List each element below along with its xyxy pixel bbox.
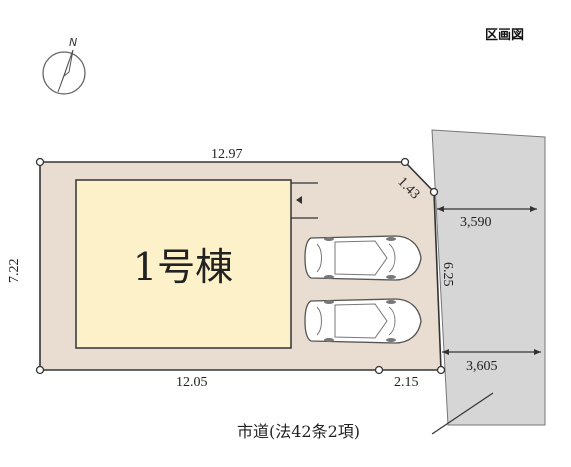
car-icon	[304, 298, 422, 344]
road-leader-line	[431, 392, 494, 435]
dim-right: 6.25	[440, 262, 455, 287]
entrance-arrow-icon	[291, 182, 318, 219]
north-letter: N	[69, 36, 77, 49]
dim-bottom-left: 12.05	[176, 375, 208, 390]
diagram-title: 区画図	[485, 28, 524, 43]
north-compass-icon: N	[42, 36, 86, 95]
road-width-lower: 3,605	[442, 349, 541, 374]
dim-top: 12.97	[211, 147, 243, 162]
building-1: 1号棟	[75, 179, 292, 349]
dim-left: 7.22	[7, 259, 22, 284]
road-width-upper-label: 3,590	[460, 215, 492, 230]
car-icon	[304, 235, 422, 281]
road-label: 市道(法42条2項)	[237, 422, 360, 441]
dim-bottom-right: 2.15	[394, 375, 419, 390]
road-area	[431, 129, 546, 426]
road-width-lower-label: 3,605	[466, 359, 498, 374]
road-width-upper: 3,590	[437, 206, 537, 230]
building-label: 1号棟	[133, 245, 233, 289]
